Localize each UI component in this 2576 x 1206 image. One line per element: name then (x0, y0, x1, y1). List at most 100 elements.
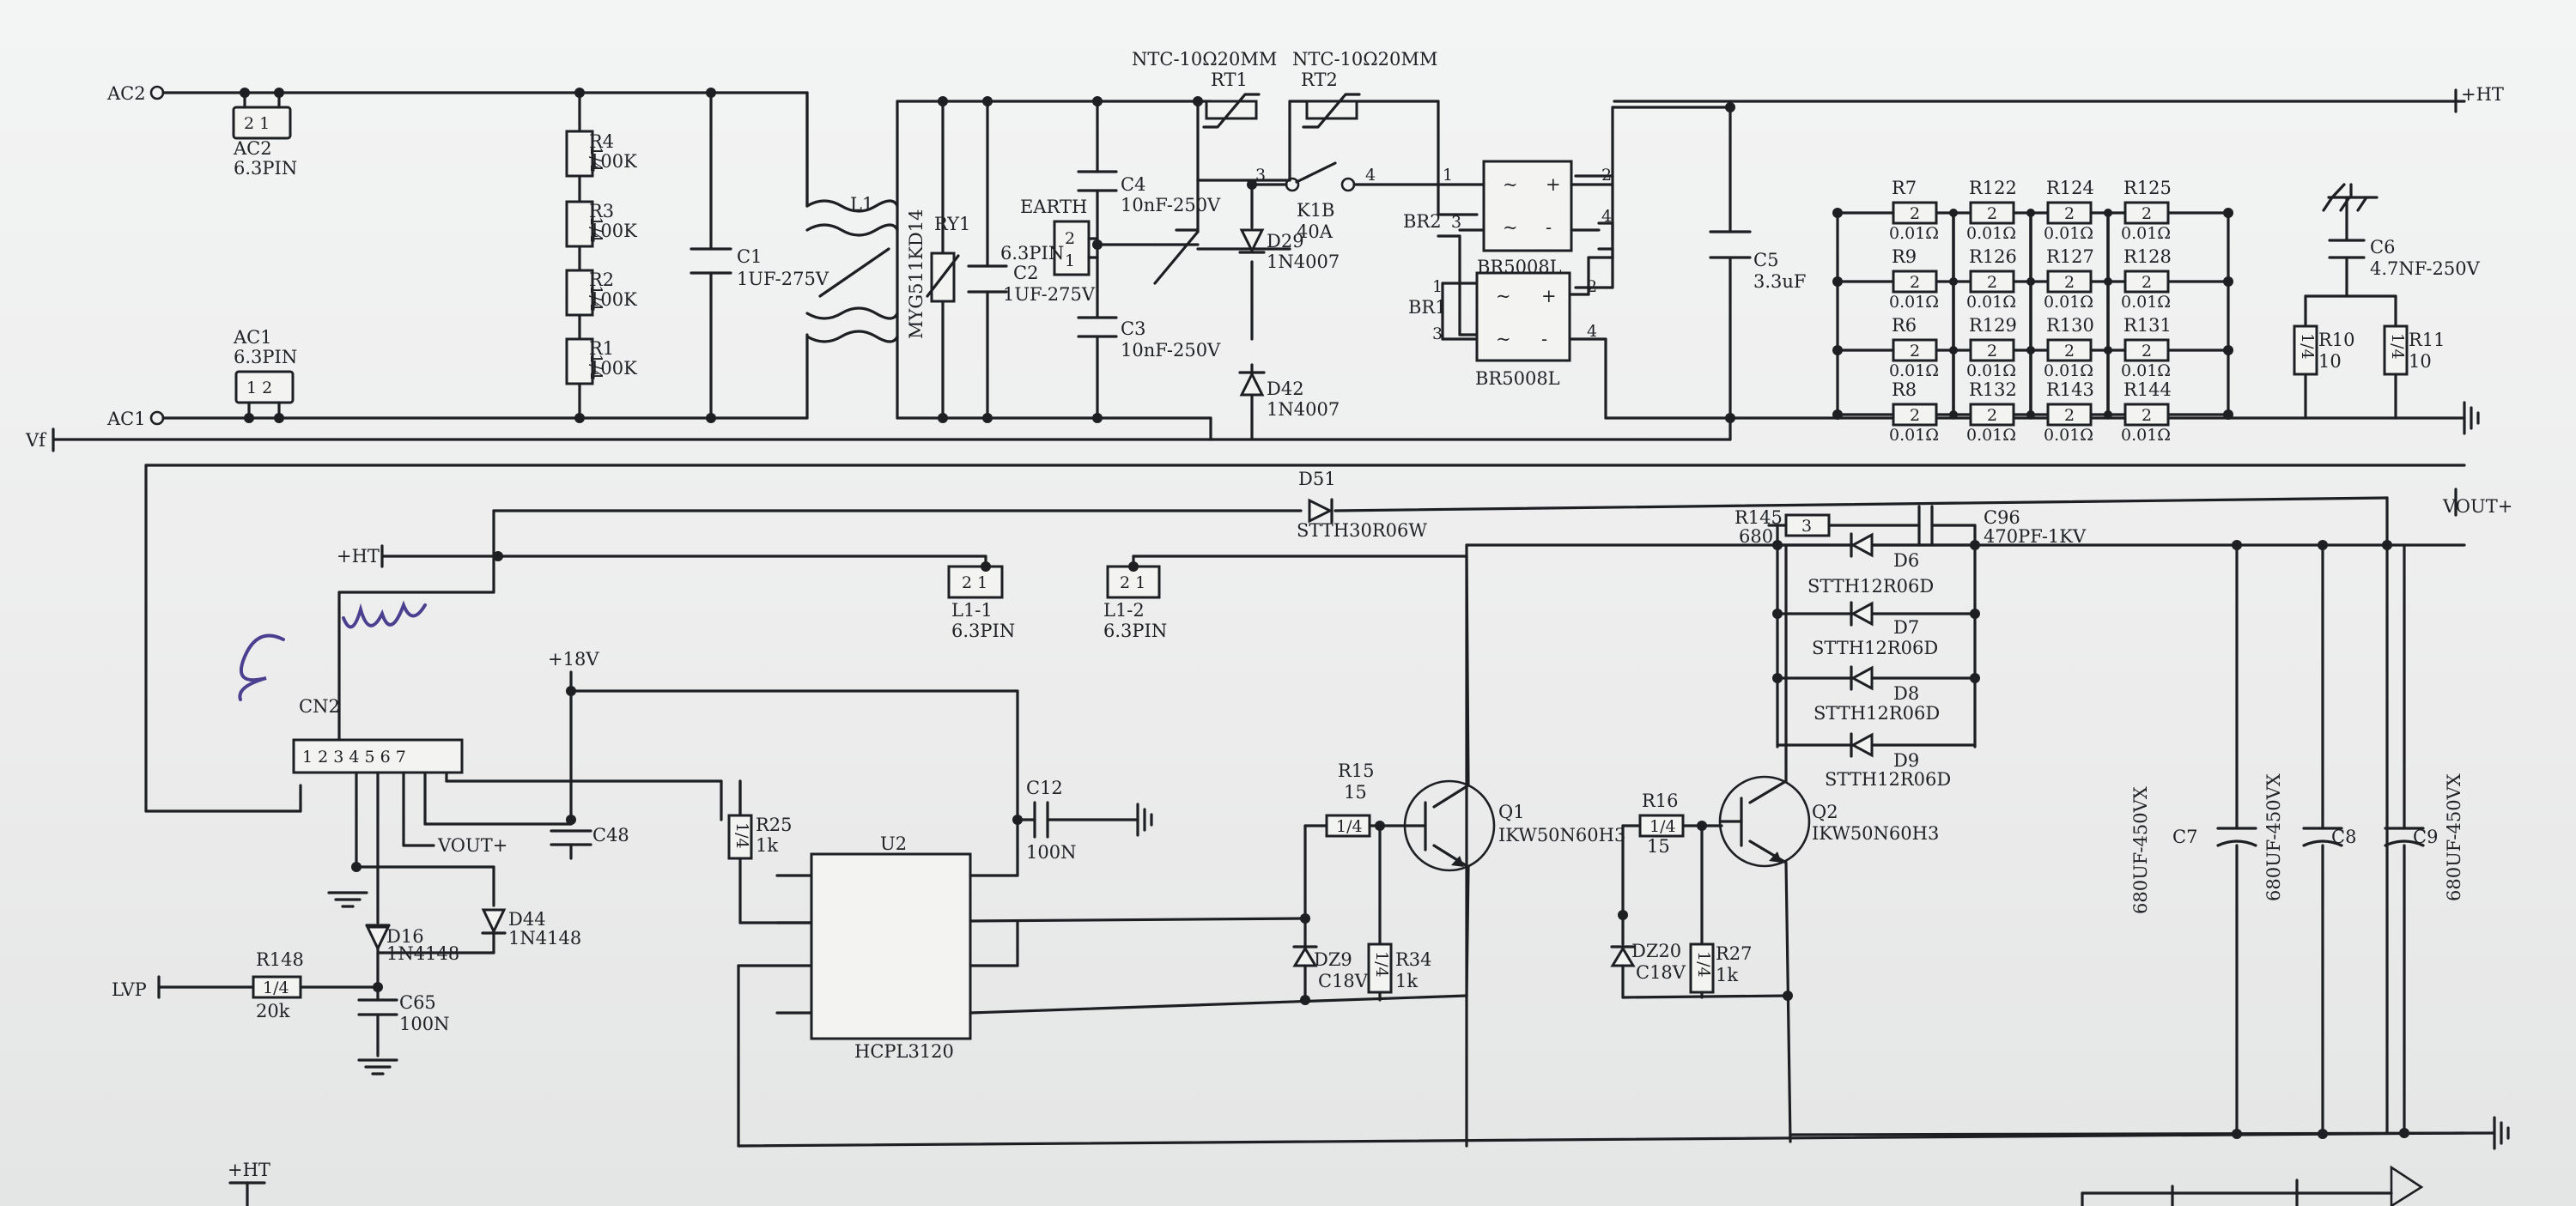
svg-text:R148: R148 (256, 949, 304, 970)
varistor-ry1: RY1 MYG511KD14 (906, 96, 970, 423)
svg-text:+HT: +HT (2461, 84, 2504, 105)
svg-text:VOUT+: VOUT+ (437, 835, 507, 856)
shunt-value: 0.01Ω (2121, 224, 2171, 243)
capacitor-c1: C1 1UF-275V (690, 88, 829, 423)
svg-text:100N: 100N (399, 1014, 449, 1034)
svg-text:RT1: RT1 (1211, 70, 1248, 90)
ic-u2-hcpl3120: U2 HCPL3120 (737, 818, 1468, 1062)
svg-text:1N4148: 1N4148 (386, 943, 459, 964)
shunt-value: 0.01Ω (2044, 361, 2093, 380)
svg-text:STTH12R06D: STTH12R06D (1825, 769, 1951, 790)
svg-text:1/4: 1/4 (586, 146, 605, 173)
svg-text:EARTH: EARTH (1020, 197, 1087, 217)
svg-text:2 1: 2 1 (244, 114, 270, 133)
shunt-value: 0.01Ω (1889, 361, 1939, 380)
shunt-body-label: 2 (2142, 342, 2152, 361)
svg-text:C18V: C18V (1318, 971, 1369, 991)
shunt-name: R129 (1969, 315, 2017, 336)
gate-drive-q1: 1/4 R15 15 Q1 IKW50N60H3 DZ9 C18V 1/4 R3… (1292, 555, 1625, 1005)
connector-ac1: 1 2 AC1 6.3PIN (233, 327, 297, 423)
svg-text:3: 3 (1451, 213, 1461, 232)
lvp-input: LVP 1/4 R148 20k C65 100N (112, 949, 449, 1076)
diode-d29: D29 1N4007 (1238, 228, 1340, 272)
shunt-body-label: 2 (1910, 204, 1920, 223)
svg-text:-: - (1541, 329, 1547, 349)
svg-text:3: 3 (1801, 517, 1812, 536)
svg-text:STTH30R06W: STTH30R06W (1297, 520, 1427, 541)
svg-text:NTC-10Ω20MM: NTC-10Ω20MM (1292, 49, 1437, 70)
svg-text:+18V: +18V (548, 649, 599, 670)
svg-text:U2: U2 (880, 833, 907, 854)
capacitor-c12: C12 100N (1012, 778, 1153, 863)
svg-text:D44: D44 (508, 909, 546, 930)
capacitor-c5: C5 3.3uF (1709, 102, 1807, 423)
svg-text:D16: D16 (386, 926, 424, 947)
svg-text:~: ~ (1503, 174, 1518, 195)
ground-symbol-top-right (2463, 401, 2480, 435)
svg-text:Vf: Vf (25, 430, 47, 451)
r2-name: R2 (589, 270, 614, 290)
svg-text:4.7NF-250V: 4.7NF-250V (2370, 258, 2481, 279)
thermistor-rt1: NTC-10Ω20MM RT1 (1132, 49, 1277, 129)
svg-text:L1: L1 (850, 194, 873, 215)
net-vf-terminal: Vf (25, 427, 55, 452)
net-ht-mid: +HT (337, 544, 503, 568)
svg-text:15: 15 (1344, 782, 1367, 803)
bridge-rectifier-br1: ~ + ~ - 1 3 2 4 BR1 BR5008L (1408, 271, 1597, 389)
svg-text:CN2: CN2 (299, 696, 340, 717)
shunt-name: R128 (2123, 246, 2172, 267)
r2-value: 100K (589, 289, 637, 310)
svg-text:680: 680 (1739, 526, 1773, 547)
net-vout-terminal: VOUT+ (2442, 488, 2512, 517)
svg-text:STTH12R06D: STTH12R06D (1814, 703, 1940, 724)
svg-text:1N4007: 1N4007 (1267, 399, 1340, 420)
svg-text:1 2: 1 2 (246, 379, 272, 397)
diode-d51: D51 STTH30R06W (1297, 469, 1427, 541)
shunt-value: 0.01Ω (1966, 293, 2016, 312)
svg-text:HCPL3120: HCPL3120 (854, 1041, 954, 1062)
shunt-body-label: 2 (2142, 273, 2152, 292)
shunt-value: 0.01Ω (2121, 361, 2171, 380)
svg-text:~: ~ (1496, 329, 1511, 349)
shunt-value: 0.01Ω (2044, 293, 2093, 312)
net-ac1-terminal: AC1 (106, 409, 165, 429)
svg-text:1: 1 (1065, 252, 1075, 270)
svg-text:1k: 1k (1395, 971, 1418, 991)
shunt-name: R8 (1892, 379, 1917, 400)
shunt-body-label: 2 (1987, 406, 1997, 425)
svg-text:40A: 40A (1297, 221, 1334, 242)
svg-text:2 1: 2 1 (1120, 573, 1145, 592)
svg-text:~: ~ (1503, 217, 1518, 238)
shunt-value: 0.01Ω (2044, 426, 2093, 445)
shunt-body-label: 2 (2142, 204, 2152, 223)
shunt-name: R126 (1969, 246, 2017, 267)
shunt-body-label: 2 (2064, 204, 2075, 223)
bleeder-resistor-string: 1/4 1/4 1/4 1/4 R4 100K R3 100K R2 100K … (565, 88, 637, 423)
svg-text:2: 2 (1587, 277, 1597, 296)
svg-text:D8: D8 (1893, 683, 1919, 704)
svg-text:L1-2: L1-2 (1103, 600, 1145, 621)
svg-text:BR5008L: BR5008L (1475, 368, 1560, 389)
svg-text:C4: C4 (1121, 174, 1145, 195)
svg-text:1UF-275V: 1UF-275V (737, 269, 829, 289)
relay-k1b: 3 4 K1B 40A (1247, 161, 1440, 242)
svg-text:D7: D7 (1893, 617, 1919, 638)
resistor-r145: 3 R145 680 (1735, 507, 1921, 547)
svg-text:20k: 20k (256, 1001, 290, 1021)
svg-text:1 2 3 4 5 6 7: 1 2 3 4 5 6 7 (302, 748, 406, 767)
svg-text:3: 3 (1255, 166, 1266, 185)
svg-text:D51: D51 (1298, 469, 1336, 489)
svg-text:2 1: 2 1 (962, 573, 987, 592)
svg-text:1UF-275V: 1UF-275V (1003, 284, 1096, 305)
svg-text:10nF-250V: 10nF-250V (1121, 195, 1221, 215)
shunt-body-label: 2 (1987, 273, 1997, 292)
shunt-name: R9 (1892, 246, 1917, 267)
shunt-value: 0.01Ω (1966, 224, 2016, 243)
